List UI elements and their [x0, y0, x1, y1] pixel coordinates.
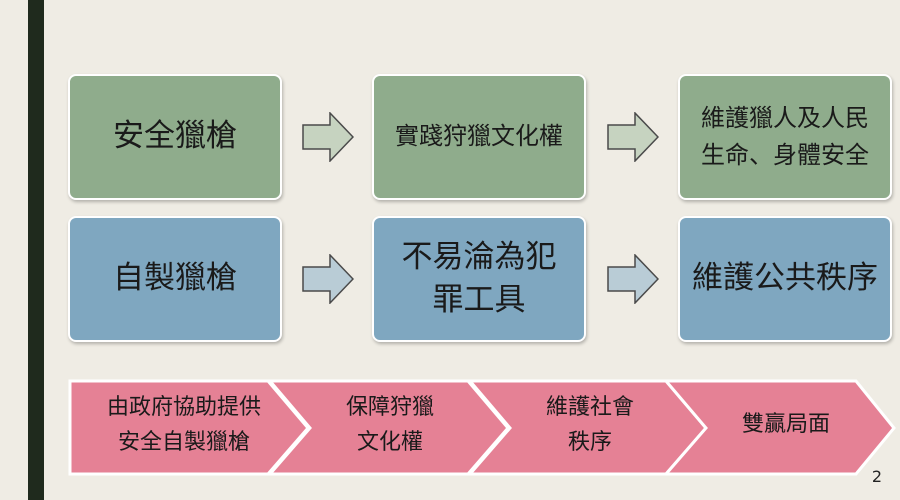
box-label: 安全獵槍 — [113, 118, 237, 155]
chevron-4-label: 雙贏局面 — [741, 412, 830, 438]
chevron-3-label: 維護社會 秩序 — [545, 394, 634, 455]
arrow-right-icon — [607, 254, 659, 304]
box-not-crime-tool: 不易淪為犯 罪工具 — [372, 216, 586, 342]
box-label: 不易淪為犯 罪工具 — [401, 238, 557, 318]
box-protect-hunters-safety: 維護獵人及人民 生命、身體安全 — [678, 74, 892, 200]
arrow-right-icon — [302, 254, 354, 304]
arrow-right-icon — [607, 112, 659, 162]
box-label: 維護獵人及人民 生命、身體安全 — [701, 103, 869, 169]
box-homemade-hunting-gun: 自製獵槍 — [68, 216, 282, 342]
chevron-2 — [266, 379, 510, 476]
box-public-order: 維護公共秩序 — [678, 216, 892, 342]
page-number: 2 — [871, 467, 882, 486]
box-practice-hunting-culture: 實踐狩獵文化權 — [372, 74, 586, 200]
box-label: 維護公共秩序 — [692, 260, 878, 297]
arrow-right-icon — [302, 112, 354, 162]
chevron-process-row — [68, 379, 896, 476]
box-label: 自製獵槍 — [113, 260, 237, 297]
left-accent-bar — [28, 0, 44, 500]
chevron-2-label: 保障狩獵 文化權 — [345, 394, 434, 455]
chevron-1-label: 由政府協助提供 安全自製獵槍 — [106, 394, 261, 455]
chevron-4 — [662, 379, 896, 476]
box-safe-hunting-gun: 安全獵槍 — [68, 74, 282, 200]
box-label: 實踐狩獵文化權 — [395, 122, 563, 151]
chevron-1 — [68, 379, 310, 476]
